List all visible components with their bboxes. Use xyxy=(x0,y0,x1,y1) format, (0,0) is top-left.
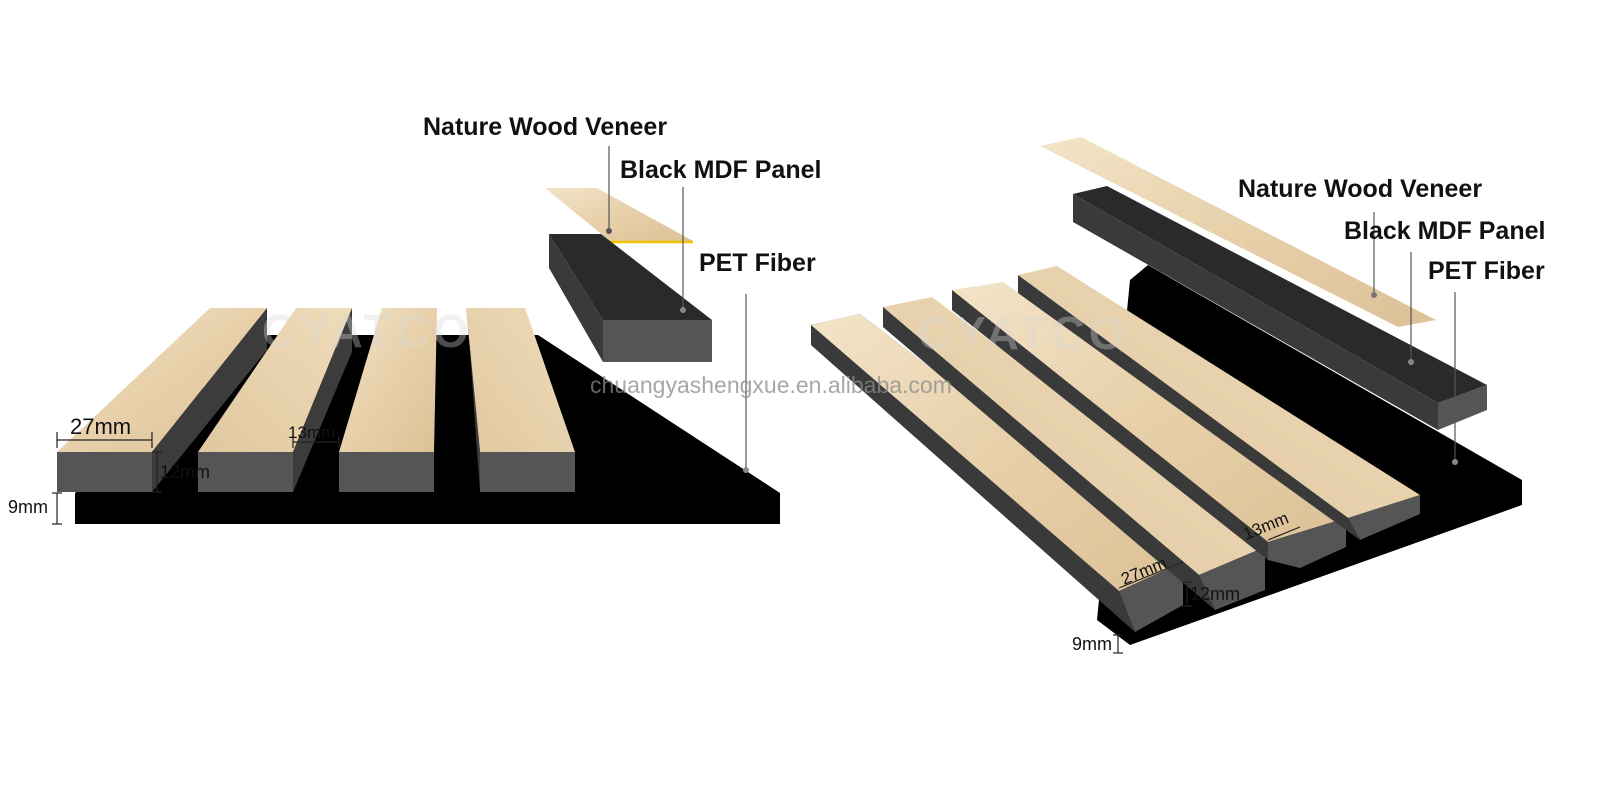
left-pet-label: PET Fiber xyxy=(699,249,816,277)
right-height-dimension: 12mm xyxy=(1182,581,1240,607)
left-height-dimension: 12mm xyxy=(152,451,210,493)
right-mdf-label: Black MDF Panel xyxy=(1344,217,1545,245)
left-mdf-dot xyxy=(680,307,686,313)
left-width-dimension: 27mm xyxy=(56,414,153,448)
left-exploded-veneer xyxy=(545,188,693,241)
right-mdf-dot xyxy=(1408,359,1414,365)
left-felt-label: 9mm xyxy=(8,497,48,517)
left-veneer-dot xyxy=(606,228,612,234)
right-veneer-dot xyxy=(1371,292,1377,298)
left-slat-4 xyxy=(466,308,575,492)
left-pet-dot xyxy=(743,467,749,473)
right-pet-dot xyxy=(1452,459,1458,465)
right-pet-label: PET Fiber xyxy=(1428,257,1545,285)
left-slat-3 xyxy=(339,308,437,492)
left-mdf-label: Black MDF Panel xyxy=(620,156,821,184)
right-height-label: 12mm xyxy=(1190,584,1240,604)
watermark: CYATCO CYATCO chuangyashengxue.en.alibab… xyxy=(262,305,1129,398)
watermark-logo-right: CYATCO xyxy=(918,307,1129,359)
right-slat-2 xyxy=(883,297,1265,610)
left-veneer-label: Nature Wood Veneer xyxy=(423,113,667,141)
right-felt-label: 9mm xyxy=(1072,634,1112,654)
left-pet-felt-front xyxy=(75,493,780,524)
left-view: Nature Wood Veneer Black MDF Panel PET F… xyxy=(8,113,821,525)
right-slat-4 xyxy=(1018,266,1420,540)
left-width-label: 27mm xyxy=(70,414,131,439)
right-veneer-label: Nature Wood Veneer xyxy=(1238,175,1482,203)
right-exploded-mdf xyxy=(1073,186,1487,430)
right-felt-dimension: 9mm xyxy=(1072,634,1123,654)
right-view: Nature Wood Veneer Black MDF Panel PET F… xyxy=(811,137,1545,654)
right-slat-1 xyxy=(811,314,1183,632)
left-exploded-mdf xyxy=(549,234,712,362)
right-slat-3 xyxy=(952,282,1346,568)
watermark-url: chuangyashengxue.en.alibaba.com xyxy=(590,372,952,398)
left-gap-label: 13mm xyxy=(288,423,335,442)
watermark-logo-left: CYATCO xyxy=(262,305,473,357)
left-felt-dimension: 9mm xyxy=(8,492,62,525)
left-slat-2 xyxy=(198,308,352,492)
left-slat-1 xyxy=(57,308,267,492)
left-height-label: 12mm xyxy=(160,462,210,482)
right-exploded-veneer xyxy=(1040,137,1436,327)
left-gap-dimension: 13mm xyxy=(288,423,340,448)
